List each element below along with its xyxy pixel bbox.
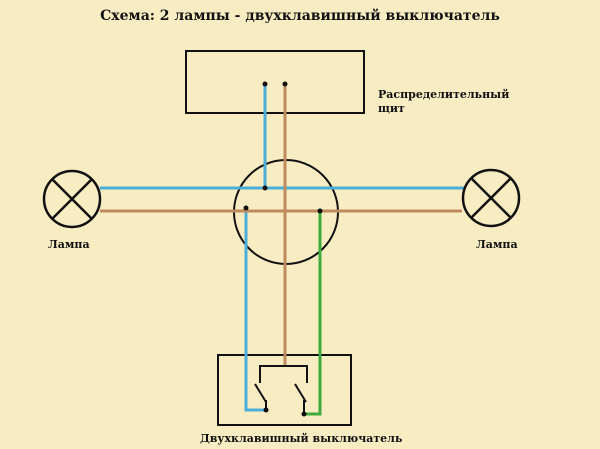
panel-terminal-blue [262, 81, 268, 87]
switched-wire [304, 211, 322, 416]
diagram-title: Схема: 2 лампы - двухклавишный выключате… [100, 8, 500, 24]
lamp-right-icon [461, 168, 521, 228]
junction-node-left [243, 205, 249, 211]
lamp-left-label: Лампа [48, 238, 90, 251]
panel-label: Распределительный щит [378, 88, 509, 116]
neutral-wire-switch [244, 208, 266, 412]
panel-label-line2: щит [378, 102, 405, 115]
junction-node-blue [262, 185, 268, 191]
panel-terminal-brown [282, 81, 288, 87]
switch-terminal-left [263, 407, 269, 413]
junction-node-right [317, 208, 323, 214]
lamp-right-label: Лампа [476, 238, 518, 251]
switch-contacts [254, 365, 308, 414]
lamp-left-icon [42, 169, 102, 229]
distribution-panel [185, 50, 365, 114]
panel-label-line1: Распределительный [378, 88, 510, 101]
switch-label: Двухклавишный выключатель [200, 432, 403, 445]
switch-terminal-right [301, 411, 307, 417]
